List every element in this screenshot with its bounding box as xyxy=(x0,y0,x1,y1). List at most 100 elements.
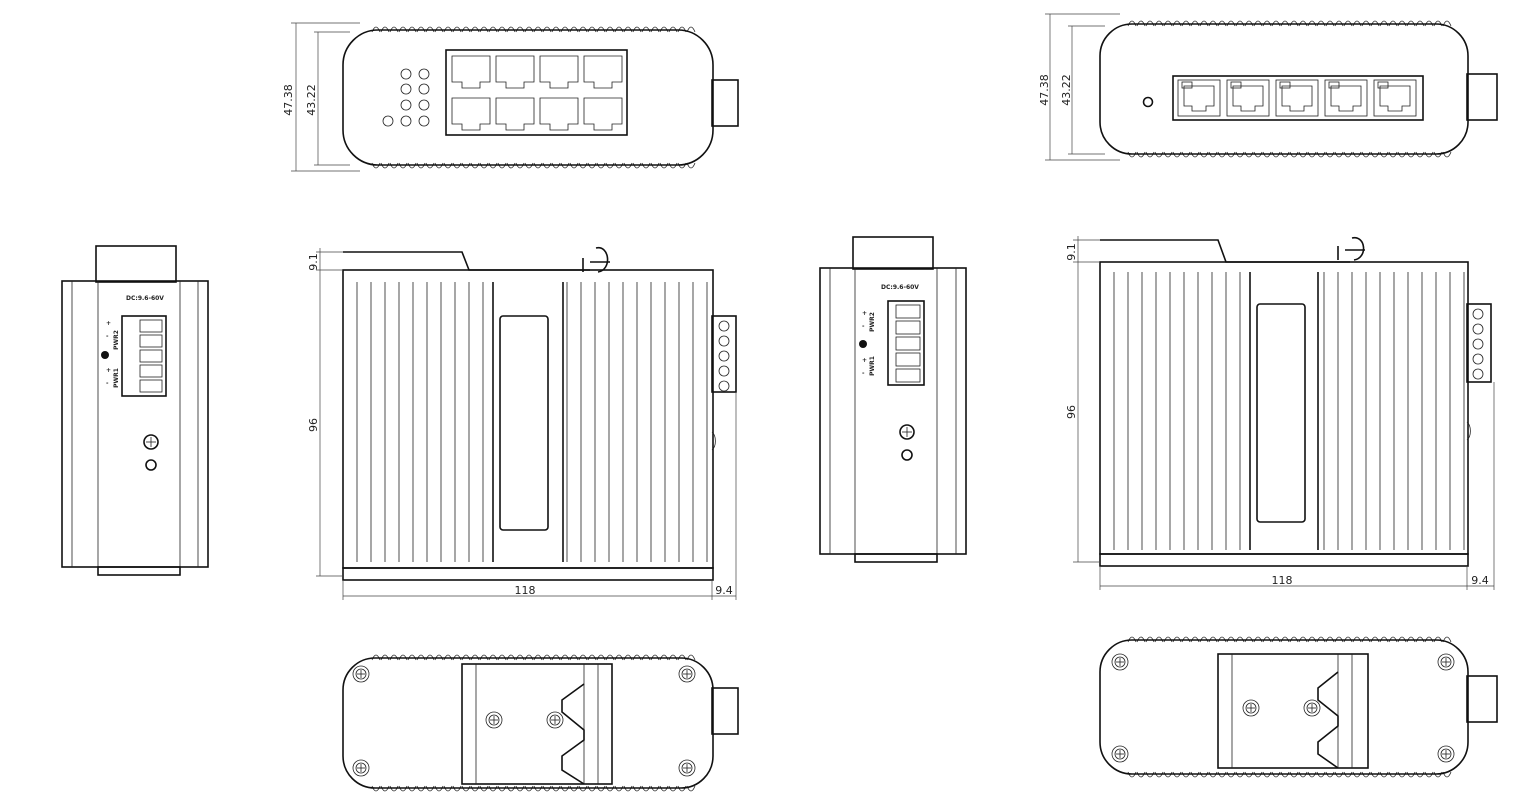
screw-head xyxy=(1440,656,1452,668)
port-led xyxy=(1377,81,1389,89)
pwr2-label-a: PWR2 xyxy=(113,330,120,350)
led-icon xyxy=(400,83,412,95)
terminal-block-stub xyxy=(711,79,739,127)
mount-screws xyxy=(352,665,696,777)
screw-icon xyxy=(1242,699,1260,717)
terminal-screw-icon xyxy=(718,365,730,377)
rj45-port-icon xyxy=(583,97,623,131)
screw-head xyxy=(681,762,693,774)
screw-head xyxy=(1114,656,1126,668)
side-foot xyxy=(854,553,938,563)
terminal-slot xyxy=(139,364,163,378)
front-view-a: 9.1 96 118 9.4 xyxy=(307,247,737,600)
led-icon xyxy=(418,99,430,111)
terminal-block-stub xyxy=(1466,73,1498,121)
terminal-screw-icon xyxy=(1472,308,1484,320)
screw-icon xyxy=(352,759,370,777)
front-base xyxy=(342,567,714,581)
housing-outline xyxy=(342,29,714,166)
terminal-screws xyxy=(1472,308,1484,380)
din-clip xyxy=(852,236,934,270)
terminal-screw-icon xyxy=(1472,368,1484,380)
screw-head xyxy=(1306,702,1318,714)
din-rail-profile xyxy=(1100,239,1350,263)
screw-head xyxy=(1114,748,1126,760)
terminal-slot xyxy=(895,320,921,335)
terminal-screw-icon xyxy=(1472,323,1484,335)
led-icon xyxy=(382,115,394,127)
dim-width-a: 118 xyxy=(515,584,536,597)
din-rail-profile xyxy=(343,251,590,271)
din-rail-plate xyxy=(1217,653,1369,769)
rj45-jack xyxy=(1281,85,1313,112)
screw-icon xyxy=(1111,653,1129,671)
led-icon xyxy=(400,115,412,127)
terminal-slots xyxy=(139,319,163,393)
terminal-slot xyxy=(895,352,921,367)
front-fins xyxy=(1113,272,1465,550)
side-foot xyxy=(97,566,181,576)
terminal-slots xyxy=(895,304,921,383)
ground-nut-icon xyxy=(901,449,913,461)
front-fins xyxy=(356,282,708,562)
rj45-port-icon xyxy=(583,55,623,89)
rj45-port-icon xyxy=(1226,79,1270,117)
dim-depth-total-a: 47.38 xyxy=(282,84,295,116)
port-led xyxy=(1181,81,1193,89)
rj45-port-icon xyxy=(1275,79,1319,117)
screw-icon xyxy=(1111,745,1129,763)
screw-icon xyxy=(678,665,696,683)
reset-icon xyxy=(101,351,109,359)
minus-sign: - xyxy=(106,380,109,387)
side-housing xyxy=(61,280,209,568)
terminal-screw-icon xyxy=(1472,353,1484,365)
screw-icon xyxy=(1437,745,1455,763)
port-bank xyxy=(445,49,628,136)
ground-nut-icon xyxy=(145,459,157,471)
ground-screw-icon xyxy=(899,424,915,440)
rj45-port-icon xyxy=(1177,79,1221,117)
terminal-screws xyxy=(718,320,730,392)
rj45-port-icon xyxy=(1324,79,1368,117)
front-housing xyxy=(1099,261,1469,555)
port-led xyxy=(1230,81,1242,89)
plus-sign: + xyxy=(106,320,111,327)
terminal-slot xyxy=(895,336,921,351)
ground-screw-icon xyxy=(143,434,159,450)
terminal-slot xyxy=(139,319,163,333)
rj45-port-icon xyxy=(495,97,535,131)
dim-terminal-b: 9.4 xyxy=(1471,574,1489,587)
dim-depth-body-b: 43.22 xyxy=(1060,74,1073,106)
screw-head xyxy=(355,668,367,680)
din-latch-icon xyxy=(582,247,610,273)
terminal-block-stub xyxy=(1466,675,1498,723)
rail-spring-icon xyxy=(1317,671,1339,769)
power-terminal-block xyxy=(121,315,167,397)
housing-outline xyxy=(342,657,714,789)
rj45-port-icon xyxy=(1373,79,1417,117)
terminal-slot xyxy=(139,379,163,393)
side-view-a: DC:9.6-60V PWR2 PWR1 + - + - xyxy=(61,245,209,576)
led-icon xyxy=(400,68,412,80)
pwr1-label-b: PWR1 xyxy=(869,356,876,376)
screw-icon xyxy=(546,711,564,729)
rj45-jack xyxy=(1232,85,1264,112)
terminal-slot xyxy=(895,368,921,383)
voltage-label-b: DC:9.6-60V xyxy=(881,284,919,291)
terminal-screw-icon xyxy=(718,380,730,392)
rj45-port-icon xyxy=(451,97,491,131)
terminal-slot xyxy=(895,304,921,319)
dim-depth-total-b: 47.38 xyxy=(1038,74,1051,106)
side-view-b: DC:9.6-60V PWR2 PWR1 + - + - xyxy=(819,236,967,563)
terminal-screw-icon xyxy=(1472,338,1484,350)
bottom-view-b xyxy=(1099,636,1498,778)
screw-head xyxy=(549,714,561,726)
rail-spring-icon xyxy=(561,683,585,785)
led-icon xyxy=(400,99,412,111)
led-icon xyxy=(418,83,430,95)
top-view-5-port: 47.38 43.22 xyxy=(1038,13,1498,161)
screw-head xyxy=(681,668,693,680)
rj45-jack xyxy=(1330,85,1362,112)
side-housing xyxy=(819,267,967,555)
pwr1-label-a: PWR1 xyxy=(113,368,120,388)
